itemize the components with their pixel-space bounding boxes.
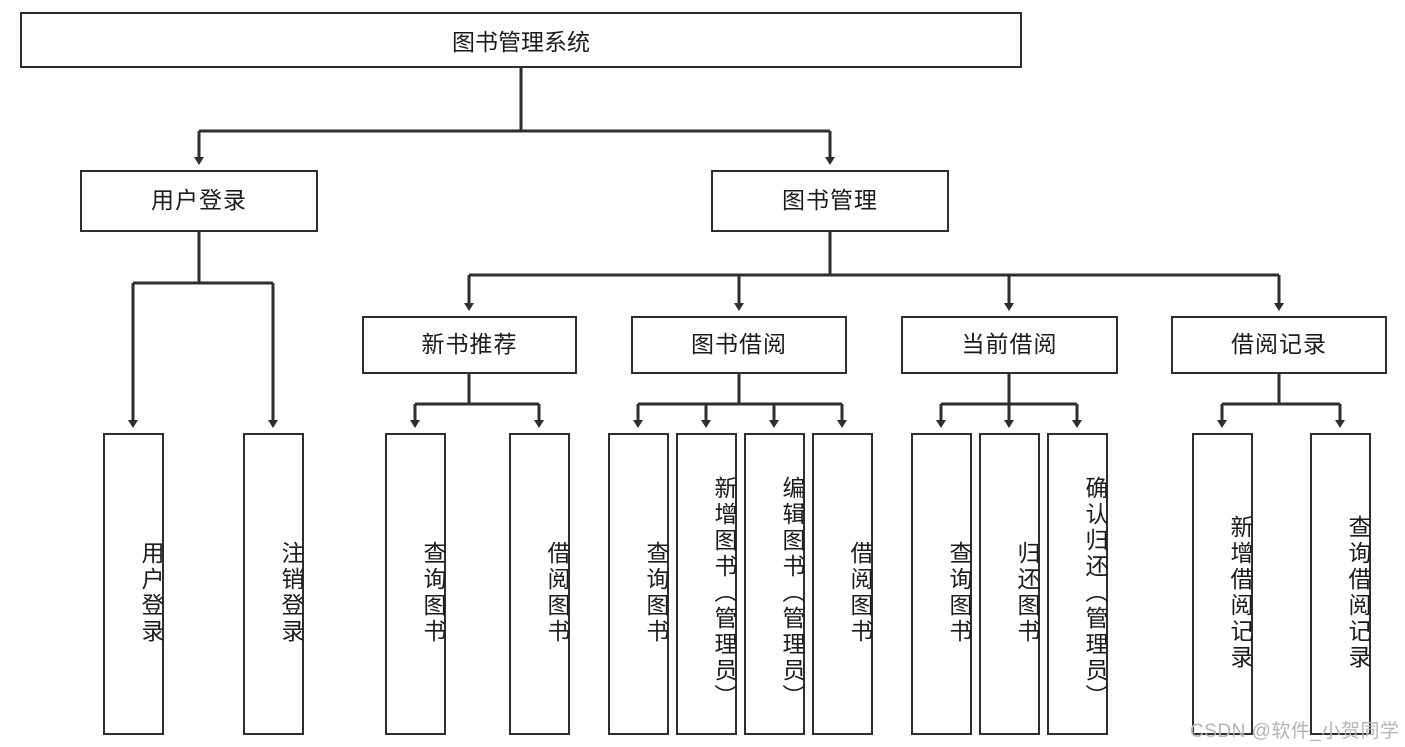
leaf-borrow-query-book[interactable]: 查询图书 [608,433,669,735]
node-label: 图书管理 [782,187,878,214]
leaf-current-return-book[interactable]: 归还图书 [979,433,1040,735]
leaf-user-login-logout[interactable]: 注销登录 [243,433,304,735]
node-user-login[interactable]: 用户登录 [80,170,318,232]
node-label: 查询借阅记录 [1345,515,1371,671]
node-label: 图书管理系统 [452,29,590,55]
node-label: 图书借阅 [691,331,787,358]
leaf-borrow-borrow-book[interactable]: 借阅图书 [812,433,873,735]
node-new-book-recommend[interactable]: 新书推荐 [362,316,577,374]
leaf-user-login-login[interactable]: 用户登录 [103,433,164,735]
node-book-management[interactable]: 图书管理 [711,170,949,232]
leaf-new-book-query[interactable]: 查询图书 [385,433,446,735]
leaf-new-book-borrow[interactable]: 借阅图书 [509,433,570,735]
node-label: 查询图书 [420,541,446,645]
node-root-system[interactable]: 图书管理系统 [20,12,1022,68]
node-label: 用户登录 [151,187,247,214]
node-book-borrow[interactable]: 图书借阅 [631,316,847,374]
node-borrow-record[interactable]: 借阅记录 [1171,316,1387,374]
node-label: 新增借阅记录 [1227,515,1253,671]
node-current-borrow[interactable]: 当前借阅 [901,316,1118,374]
node-label: 查询图书 [946,541,972,645]
leaf-current-confirm-return[interactable]: 确认归还（管理员） [1047,433,1108,735]
node-label: 当前借阅 [961,331,1058,358]
leaf-record-add[interactable]: 新增借阅记录 [1192,433,1253,735]
csdn-watermark: CSDN @软件_小贺同学 [1190,721,1400,742]
node-label: 用户登录 [138,541,164,645]
node-label: 借阅图书 [544,541,570,645]
node-label: 借阅记录 [1231,331,1327,358]
leaf-borrow-edit-book[interactable]: 编辑图书（管理员） [744,433,805,735]
node-label: 查询图书 [643,541,669,645]
node-label: 确认归还（管理员） [1082,476,1108,710]
node-label: 编辑图书（管理员） [779,476,805,710]
node-label: 注销登录 [278,541,304,645]
leaf-current-query-book[interactable]: 查询图书 [911,433,972,735]
node-label: 归还图书 [1014,541,1040,645]
leaf-borrow-add-book[interactable]: 新增图书（管理员） [676,433,737,735]
leaf-record-query[interactable]: 查询借阅记录 [1310,433,1371,735]
node-label: 借阅图书 [847,541,873,645]
node-label: 新书推荐 [421,331,518,358]
node-label: 新增图书（管理员） [711,476,737,710]
